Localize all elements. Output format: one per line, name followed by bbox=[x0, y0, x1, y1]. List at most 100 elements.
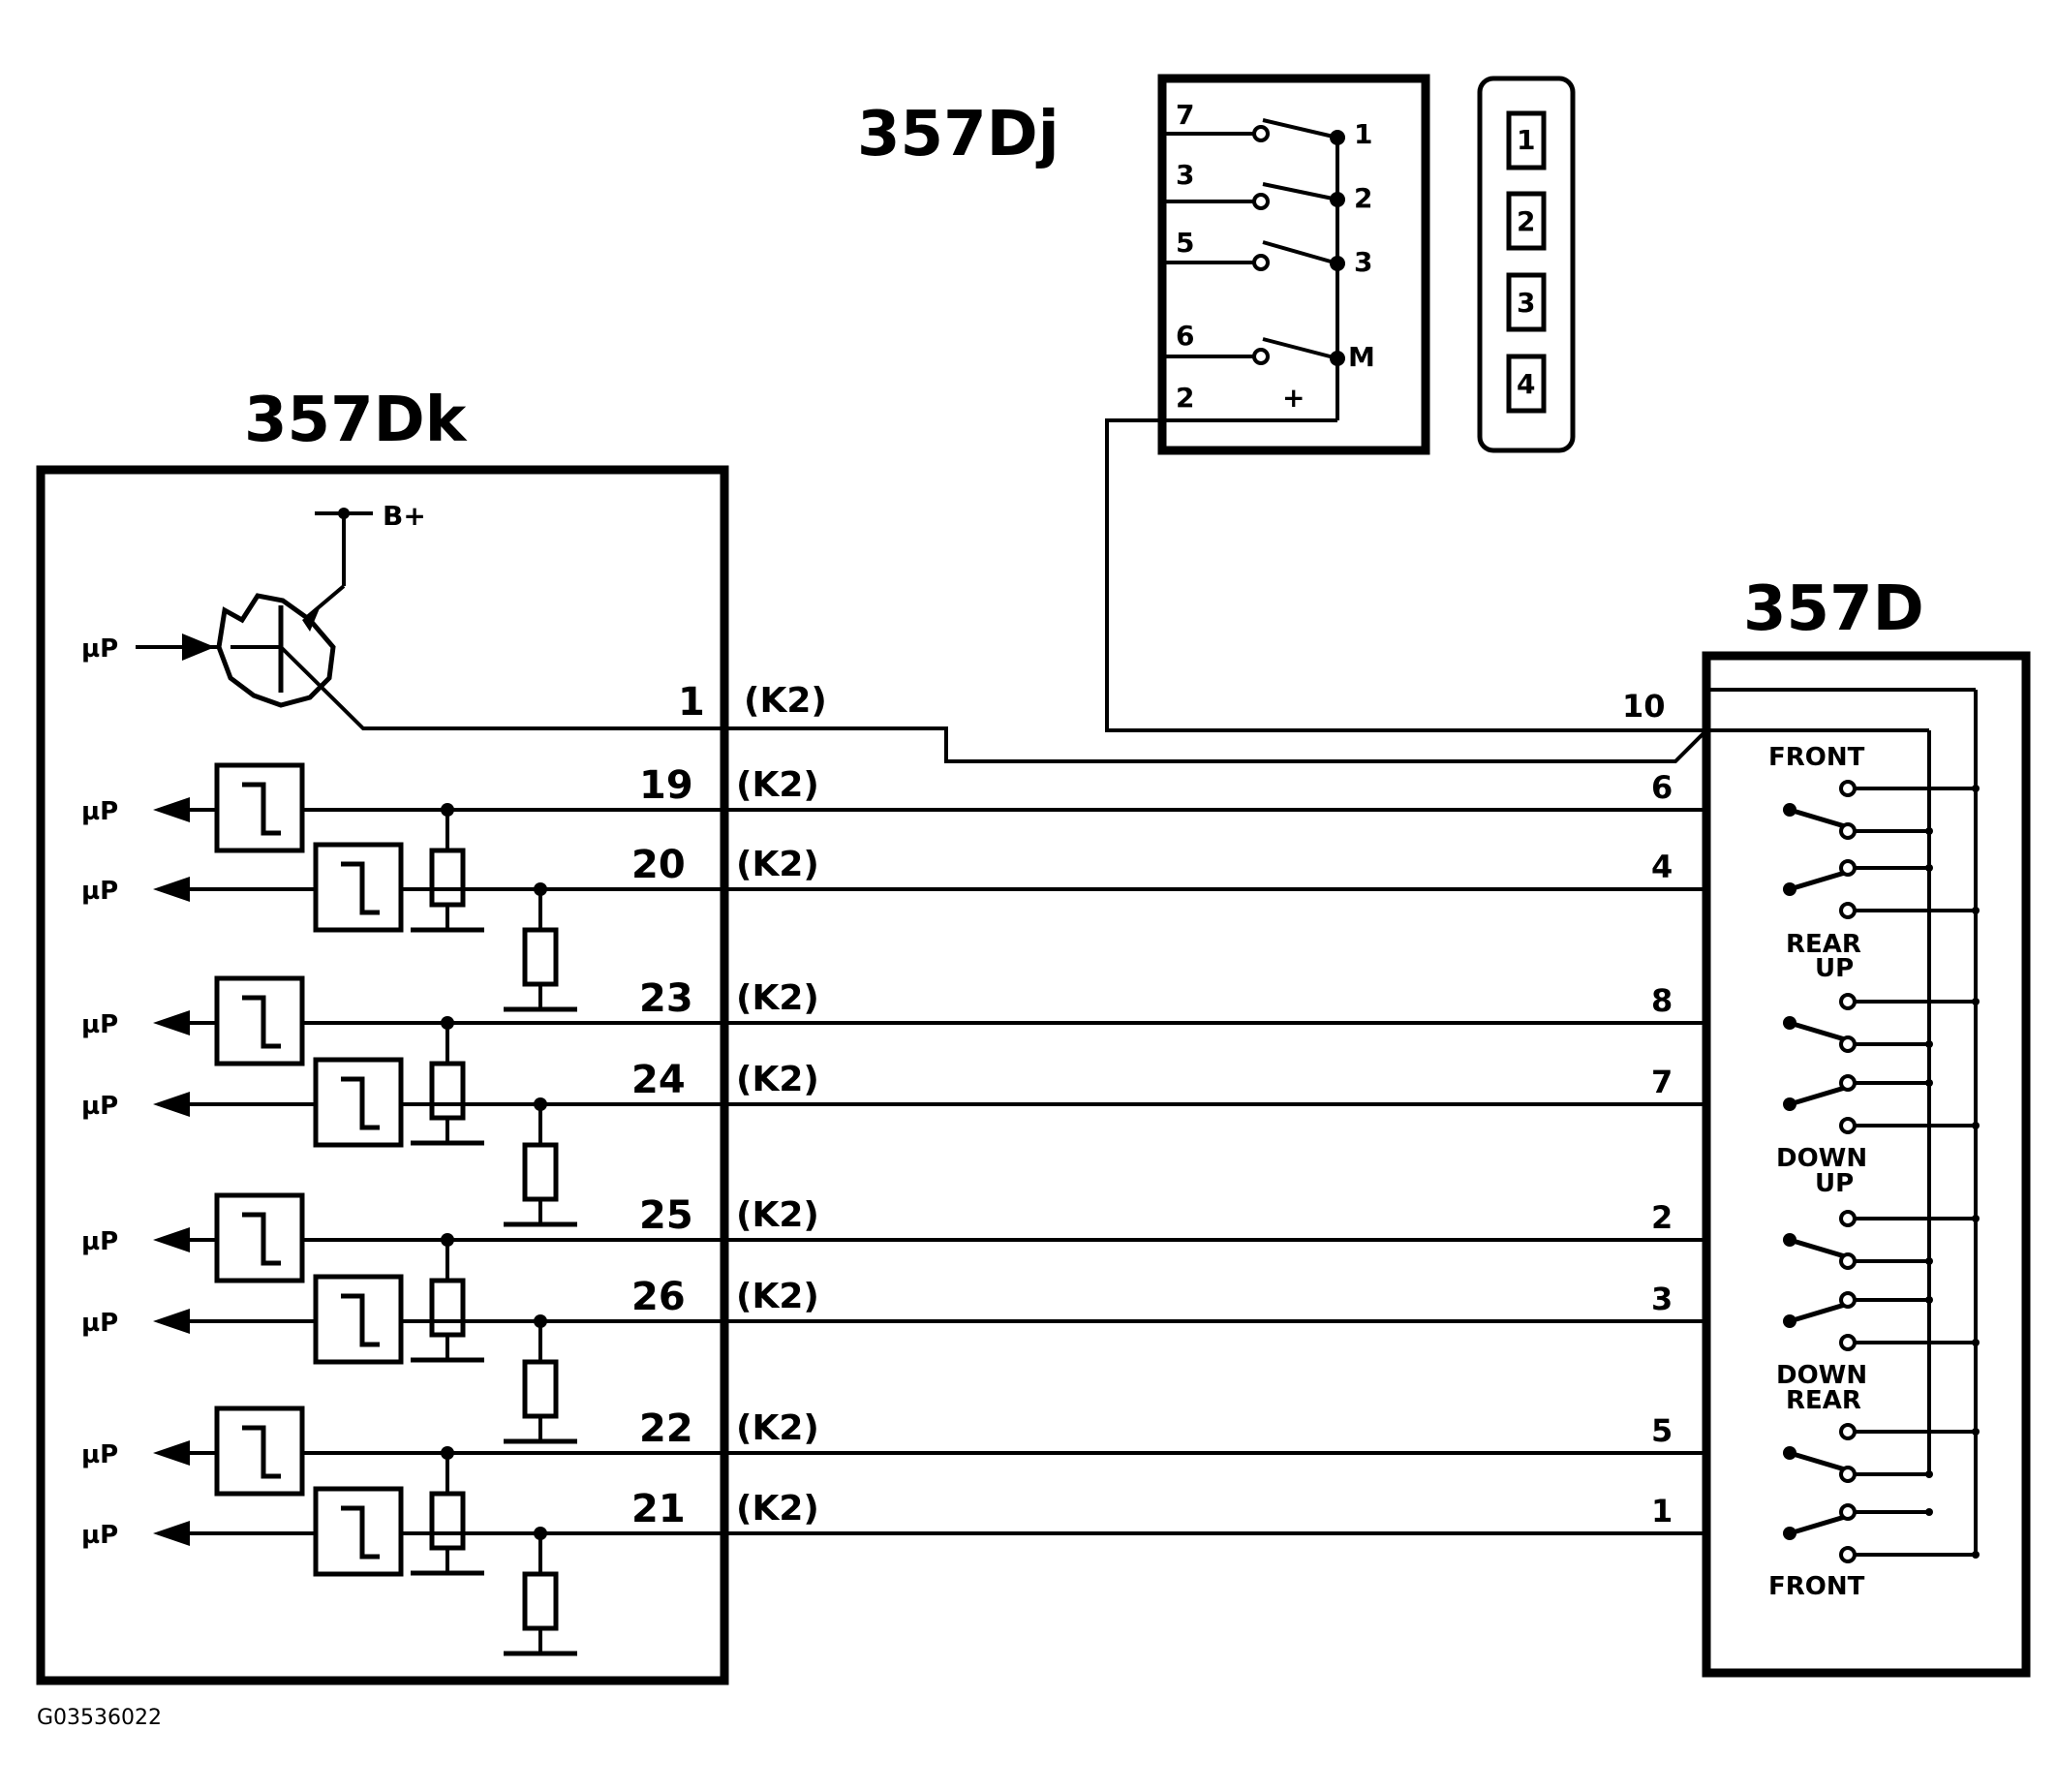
memory-button-2[interactable] bbox=[1506, 191, 1547, 251]
memory-button-4-label: 4 bbox=[1517, 368, 1535, 400]
switch-label-down-2: DOWN bbox=[1776, 1361, 1867, 1390]
k2-label: (K2) bbox=[736, 845, 819, 884]
switch-label-down-1: DOWN bbox=[1776, 1144, 1867, 1173]
wire-357dj-to-357d-pin10 bbox=[1105, 418, 1706, 732]
left-pin: 26 bbox=[631, 1275, 686, 1319]
arrow-icon bbox=[153, 877, 190, 902]
left-pin: 23 bbox=[639, 976, 693, 1021]
k2-label: (K2) bbox=[736, 978, 819, 1018]
357dj-pin-5: 5 bbox=[1176, 227, 1194, 259]
battery-label: B+ bbox=[383, 500, 426, 532]
left-pin-1: 1 bbox=[678, 680, 705, 725]
resistor-icon bbox=[429, 848, 466, 908]
357dj-plus-label: + bbox=[1282, 382, 1305, 414]
filter-icon bbox=[214, 1406, 305, 1497]
k2-label: (K2) bbox=[736, 1060, 819, 1099]
k2-label: (K2) bbox=[736, 1408, 819, 1448]
micro-label: µP bbox=[81, 1440, 118, 1469]
left-pin: 24 bbox=[631, 1058, 686, 1102]
357dj-pin-6: 6 bbox=[1176, 320, 1194, 352]
357dj-pos-2: 2 bbox=[1354, 182, 1372, 214]
memory-button-4[interactable] bbox=[1506, 354, 1547, 414]
arrow-icon bbox=[153, 1440, 190, 1466]
switch-label-front: FRONT bbox=[1768, 743, 1865, 772]
357dj-pos-1: 1 bbox=[1354, 118, 1372, 150]
filter-icon bbox=[214, 762, 305, 853]
memory-button-1-label: 1 bbox=[1517, 124, 1535, 156]
357dj-switch-block: 7 3 5 6 2 1 2 3 M + bbox=[1162, 99, 1375, 422]
left-pin: 19 bbox=[639, 763, 693, 808]
k2-label: (K2) bbox=[736, 1489, 819, 1529]
resistor-icon bbox=[429, 1278, 466, 1338]
memory-button-3-label: 3 bbox=[1517, 287, 1535, 319]
right-pin: 4 bbox=[1651, 849, 1673, 885]
left-pin: 20 bbox=[631, 843, 686, 887]
micro-label: µP bbox=[81, 1010, 118, 1039]
resistor-icon bbox=[522, 927, 559, 987]
filter-icon bbox=[313, 1486, 404, 1577]
right-pin: 6 bbox=[1651, 769, 1673, 806]
resistor-icon bbox=[429, 1061, 466, 1121]
357dj-pos-3: 3 bbox=[1354, 246, 1372, 278]
micro-label: µP bbox=[81, 1521, 118, 1550]
left-pin: 22 bbox=[639, 1406, 693, 1451]
micro-label: µP bbox=[81, 877, 118, 906]
micro-label: µP bbox=[81, 1227, 118, 1256]
k2-label: (K2) bbox=[736, 1277, 819, 1316]
right-pin: 3 bbox=[1651, 1281, 1673, 1317]
arrow-icon bbox=[153, 1227, 190, 1252]
filter-icon bbox=[313, 842, 404, 933]
arrow-icon bbox=[153, 1309, 190, 1334]
right-pin-10: 10 bbox=[1622, 688, 1666, 725]
filter-icon bbox=[214, 1192, 305, 1283]
switch-label-up-1: UP bbox=[1815, 954, 1854, 983]
resistor-icon bbox=[522, 1571, 559, 1631]
micro-label: µP bbox=[81, 1309, 118, 1338]
resistor-icon bbox=[522, 1359, 559, 1419]
357d-switch-bank bbox=[1706, 688, 1980, 1563]
memory-button-panel bbox=[1477, 76, 1576, 453]
filter-icon bbox=[214, 975, 305, 1066]
signal-lines: µP19(K2)6µP20(K2)4µP23(K2)8µP24(K2)7µP25… bbox=[81, 762, 1796, 1656]
module-357d-box bbox=[1702, 651, 2031, 1678]
module-357dj-title: 357Dj bbox=[857, 99, 1059, 170]
arrow-icon bbox=[153, 1010, 190, 1035]
transistor-circuit: B+ µP bbox=[81, 500, 1708, 763]
module-357dk-title: 357Dk bbox=[244, 385, 468, 456]
resistor-icon bbox=[522, 1142, 559, 1202]
left-pin: 21 bbox=[631, 1487, 686, 1531]
micro-label: µP bbox=[81, 1092, 118, 1121]
k2-label: (K2) bbox=[736, 765, 819, 805]
memory-button-3[interactable] bbox=[1506, 272, 1547, 332]
module-357d-title: 357D bbox=[1743, 573, 1924, 645]
filter-icon bbox=[313, 1057, 404, 1148]
arrow-icon bbox=[153, 1521, 190, 1546]
357dj-memory-label: M bbox=[1348, 341, 1375, 373]
micro-label: µP bbox=[81, 797, 118, 826]
arrow-icon bbox=[153, 797, 190, 822]
memory-button-2-label: 2 bbox=[1517, 205, 1535, 237]
switch-label-rear-2: REAR bbox=[1786, 1386, 1861, 1415]
k2-label-pin1: (K2) bbox=[744, 681, 827, 721]
module-357dk-box bbox=[36, 465, 729, 1685]
k2-label: (K2) bbox=[736, 1195, 819, 1235]
switch-label-rear: REAR bbox=[1786, 930, 1861, 959]
357dj-pin-7: 7 bbox=[1176, 99, 1194, 131]
memory-button-1[interactable] bbox=[1506, 110, 1547, 170]
357dj-pin-3: 3 bbox=[1176, 159, 1194, 191]
micro-label-transistor: µP bbox=[81, 634, 118, 664]
right-pin: 1 bbox=[1651, 1493, 1673, 1529]
right-pin: 8 bbox=[1651, 982, 1673, 1019]
357dj-pin-2: 2 bbox=[1176, 382, 1194, 414]
filter-icon bbox=[313, 1274, 404, 1365]
right-pin: 2 bbox=[1651, 1199, 1673, 1236]
memory-buttons: 1 2 3 4 bbox=[1506, 110, 1547, 414]
switch-label-front-2: FRONT bbox=[1768, 1572, 1865, 1601]
resistor-icon bbox=[429, 1491, 466, 1551]
left-pin: 25 bbox=[639, 1193, 693, 1238]
right-pin: 7 bbox=[1651, 1064, 1673, 1100]
figure-code: G03536022 bbox=[37, 1706, 162, 1730]
right-pin: 5 bbox=[1651, 1412, 1673, 1449]
arrow-icon bbox=[153, 1092, 190, 1117]
